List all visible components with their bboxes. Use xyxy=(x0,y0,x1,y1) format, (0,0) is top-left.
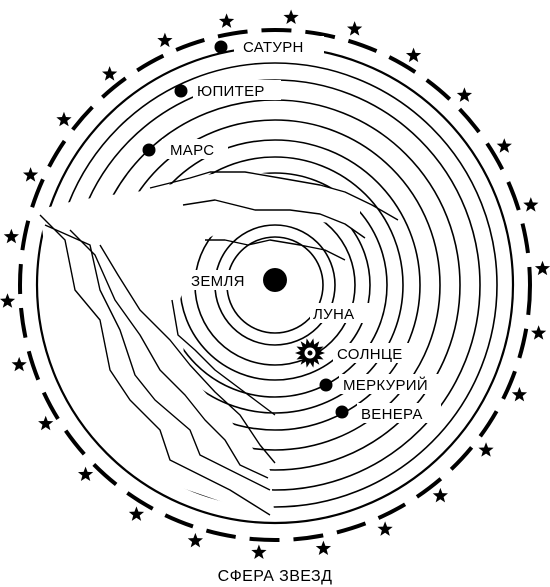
star-icon xyxy=(3,228,19,244)
star-icon xyxy=(157,32,173,48)
star-icon xyxy=(405,47,422,63)
star-icon xyxy=(77,466,94,482)
jupiter-label-bg xyxy=(193,80,281,100)
star-icon xyxy=(187,532,203,548)
crack-line xyxy=(205,239,346,261)
venus-label-bg xyxy=(357,403,441,423)
moon-label-bg xyxy=(310,303,370,323)
star-icon xyxy=(534,260,550,276)
cutaway-mask xyxy=(40,171,360,520)
sun-label: СОЛНЦЕ xyxy=(337,346,403,363)
star-icon xyxy=(283,9,299,24)
star-icon xyxy=(11,356,27,372)
star-icon xyxy=(315,540,332,556)
mercury-dot xyxy=(319,378,333,392)
star-icon xyxy=(456,87,473,102)
mercury-label-bg xyxy=(339,374,444,394)
star-icon xyxy=(523,197,539,212)
star-sphere-caption: СФЕРА ЗВЕЗД xyxy=(218,568,333,585)
moon-crescent-icon xyxy=(287,303,296,321)
star-icon xyxy=(128,506,145,521)
sun-icon xyxy=(295,338,325,368)
star-ring xyxy=(0,9,550,559)
star-icon xyxy=(218,13,235,28)
crack-line xyxy=(171,299,276,416)
crack-line xyxy=(44,224,271,491)
saturn-dot xyxy=(214,40,228,54)
venus-label: ВЕНЕРА xyxy=(361,406,423,423)
mars-label-bg xyxy=(162,139,228,159)
star-icon xyxy=(377,521,393,536)
star-icon xyxy=(0,293,16,308)
jupiter-label: ЮПИТЕР xyxy=(197,83,265,100)
moon-label: ЛУНА xyxy=(313,306,354,323)
saturn-label: САТУРН xyxy=(243,39,304,56)
sun-label-bg xyxy=(333,343,411,363)
mars-label: МАРС xyxy=(170,142,214,159)
jupiter-dot xyxy=(174,84,188,98)
star-icon xyxy=(432,487,448,503)
earth-label-bg xyxy=(190,270,260,290)
star-icon xyxy=(22,167,39,182)
sun-center xyxy=(307,350,313,356)
crack-line xyxy=(69,229,269,479)
earth-dot xyxy=(263,268,287,292)
mercury-label: МЕРКУРИЙ xyxy=(343,376,428,394)
star-icon xyxy=(38,415,54,431)
cutaway-section xyxy=(40,171,360,520)
star-icon xyxy=(478,442,494,457)
earth-label: ЗЕМЛЯ xyxy=(191,273,245,290)
venus-dot xyxy=(335,405,349,419)
mars-dot xyxy=(142,143,156,157)
star-icon xyxy=(347,21,363,36)
star-sphere-circle xyxy=(18,28,532,542)
crack-line xyxy=(182,199,366,239)
star-icon xyxy=(56,111,72,127)
crack-line xyxy=(149,171,399,221)
star-icon xyxy=(511,386,528,402)
crack-line xyxy=(39,214,271,516)
star-icon xyxy=(102,66,118,81)
star-icon xyxy=(531,325,547,340)
star-icon xyxy=(251,544,267,559)
star-icon xyxy=(496,138,512,153)
crack-lines xyxy=(39,171,399,516)
saturn-label-bg xyxy=(234,36,324,56)
crack-line xyxy=(99,244,276,464)
